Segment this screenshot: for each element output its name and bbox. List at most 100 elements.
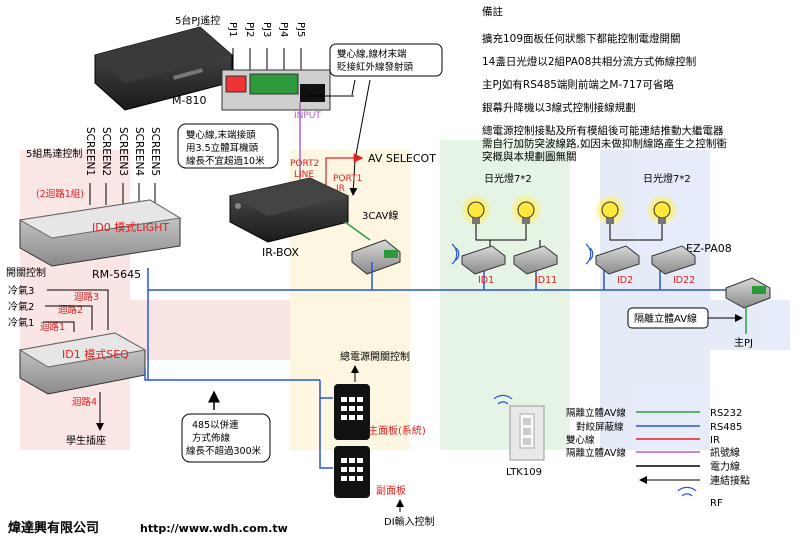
ir-box-note-line: 用3.5立體耳機頭 xyxy=(186,142,259,154)
screen-label: SCREEN1 xyxy=(84,127,96,176)
id-label: ID22 xyxy=(673,275,695,286)
port2-label: PORT2 xyxy=(290,159,319,169)
lamp-group2-label: 日光燈7*2 xyxy=(643,172,691,185)
pa08-module xyxy=(651,245,696,275)
ir-note-line: 貶接紅外線發射頭 xyxy=(337,61,414,73)
main-panel xyxy=(334,384,370,440)
screen-ctrl-label: 5組馬達控制 xyxy=(26,147,82,160)
rf-icon xyxy=(677,486,697,497)
ltk109-panel xyxy=(509,405,545,461)
legend-desc: 隔離立體AV線 xyxy=(566,407,626,419)
ac-label: 冷氣2 xyxy=(8,300,34,313)
pj-port-label: PJ1 xyxy=(227,22,238,37)
screen-label: SCREEN3 xyxy=(117,127,129,176)
av-converter xyxy=(725,277,771,309)
port1-ir-label: IR xyxy=(336,184,345,194)
ir-box-note: 雙心線,末端接頭 用3.5立體耳機頭 線長不宜超過10米 xyxy=(177,123,279,169)
legend-desc: 雙心線 xyxy=(566,434,595,446)
cav-converter xyxy=(351,239,401,275)
legend-desc: 隔離立體AV線 xyxy=(566,447,626,459)
legend: 隔離立體AV線 RS232 對絞屏蔽線 RS485 雙心線 IR 隔離立體AV線… xyxy=(566,407,750,509)
rf-icon xyxy=(585,243,594,265)
m810-device xyxy=(94,26,233,111)
cav-label: 3CAV線 xyxy=(362,209,398,222)
note-line: 擴充109面板任何狀態下都能控制電燈開關 xyxy=(482,33,681,45)
screen-labels: SCREEN1 SCREEN2 SCREEN3 SCREEN4 SCREEN5 xyxy=(84,127,161,205)
loop-label: 迴路1 xyxy=(40,321,65,333)
legend-desc: 對絞屏蔽線 xyxy=(576,421,624,433)
lamp-icon xyxy=(460,194,492,226)
main-panel-label: 主面板(系統) xyxy=(368,424,426,437)
watermark xyxy=(20,140,790,450)
ez-pa08-label: EZ-PA08 xyxy=(686,242,732,255)
ltk109-label: LTK109 xyxy=(506,467,542,478)
legend-code: 連結接點 xyxy=(710,474,750,487)
id-label: ID1 xyxy=(478,275,494,286)
notes-title: 備註 xyxy=(482,6,503,18)
ir-box-label: IR-BOX xyxy=(262,246,299,259)
switch-ctrl-label: 開關控制 xyxy=(6,266,46,279)
m810-label: M-810 xyxy=(172,94,206,107)
rm5645-label: RM-5645 xyxy=(92,268,141,281)
loop-label: 迴路3 xyxy=(74,291,99,303)
pj-port-label: PJ3 xyxy=(261,22,272,37)
av-select-wire xyxy=(325,153,364,185)
notes-panel: 備註 擴充109面板任何狀態下都能控制電燈開關 14盞日光燈以2組PA08共相分… xyxy=(482,6,798,174)
pj-title: 5台PJ遙控 xyxy=(175,14,220,27)
loop-label: 迴路4 xyxy=(72,396,97,408)
id1-label: ID1 模式SEQ xyxy=(62,348,129,361)
lamp-icon xyxy=(646,194,678,226)
sub-panel-label: 副面板 xyxy=(376,484,406,497)
company-name: 煒達興有限公司 xyxy=(8,520,99,536)
pa08-module xyxy=(513,245,558,275)
note-line: 主PJ如有RS485端則前端之M-717可省略 xyxy=(482,79,674,91)
loop-note: (2迴路1組) xyxy=(36,188,84,200)
note-line: 銀幕升降機以3線式控制接線規劃 xyxy=(482,102,636,114)
screen-label: SCREEN4 xyxy=(133,127,145,176)
main-pj-label: 主PJ xyxy=(734,337,753,349)
rf-icon xyxy=(451,243,460,265)
id0-label: ID0 模式LIGHT xyxy=(92,221,169,234)
ir-box-device xyxy=(229,177,349,243)
seq-device xyxy=(18,332,147,395)
lamp-icon xyxy=(510,194,542,226)
pa08-module xyxy=(595,245,640,275)
id-label: ID11 xyxy=(535,275,557,286)
ac-label: 冷氣1 xyxy=(8,316,34,329)
student-socket-label: 學生插座 xyxy=(66,434,106,447)
pj-port-label: PJ4 xyxy=(278,22,289,37)
input-label: INPUT xyxy=(294,111,321,121)
legend-code: RS485 xyxy=(710,422,742,433)
rf-icon xyxy=(493,394,513,405)
legend-code: 電力線 xyxy=(710,460,740,473)
legend-code: RF xyxy=(710,498,723,509)
ac-label: 冷氣3 xyxy=(8,284,34,297)
id-label: ID2 xyxy=(617,275,633,286)
note-line: 14盞日光燈以2組PA08共相分流方式佈線控制 xyxy=(482,56,697,68)
di-input-label: DI輸入控制 xyxy=(384,515,435,528)
ir-note-box: 雙心線,線材末端 貶接紅外線發射頭 xyxy=(306,43,443,97)
legend-code: IR xyxy=(710,435,720,446)
lamp-group1-label: 日光燈7*2 xyxy=(484,172,532,185)
sub-panel xyxy=(334,446,370,498)
bus-note-line: 485以併連 xyxy=(192,419,239,431)
ir-note-line: 雙心線,線材末端 xyxy=(337,48,407,60)
power-ctrl-label: 總電源開關控制 xyxy=(340,350,410,363)
pj-port-label: PJ5 xyxy=(295,22,306,37)
rs485-bus xyxy=(144,262,740,469)
port2-line-label: LINE xyxy=(294,170,314,180)
pa08-module xyxy=(461,245,506,275)
pj-ports: PJ1 PJ2 PJ3 PJ4 PJ5 xyxy=(227,22,306,75)
rs232-wire xyxy=(344,221,371,241)
screen-label: SCREEN5 xyxy=(149,127,161,176)
company-url[interactable]: http://www.wdh.com.tw xyxy=(140,522,288,535)
legend-code: 訊號線 xyxy=(710,446,740,459)
av-select-label: AV SELECOT xyxy=(368,152,436,165)
rm5645-device xyxy=(18,199,182,267)
ir-box-note-line: 線長不宜超過10米 xyxy=(186,155,265,167)
lamp-icon xyxy=(594,194,626,226)
bus-note-line: 方式佈線 xyxy=(192,432,231,444)
screen-label: SCREEN2 xyxy=(100,127,112,176)
m810-terminal xyxy=(221,69,331,111)
